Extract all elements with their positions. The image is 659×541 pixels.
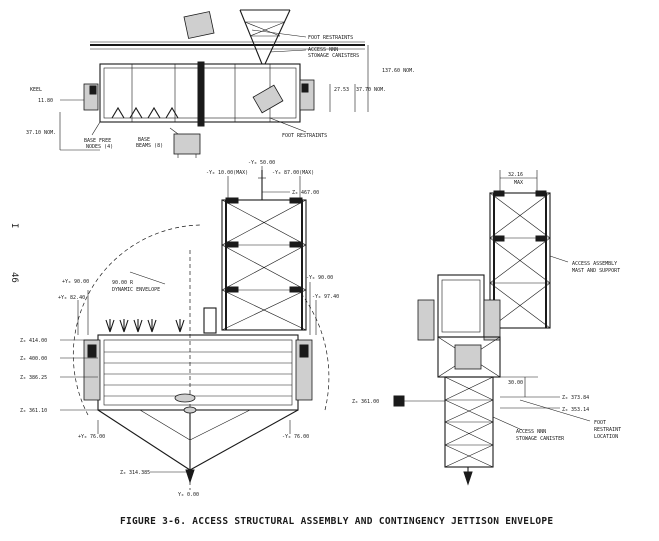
foot-location-label: LOCATION — [594, 434, 618, 440]
y82-label: +Y₀ 82.40 — [58, 295, 85, 301]
z373-label: Z₀ 373.84 — [562, 395, 589, 401]
y0-label: Y₀ 0.00 — [178, 492, 199, 498]
page-mark: I — [9, 223, 19, 228]
side-view — [393, 170, 591, 486]
dim-32-label: 32.16 — [508, 172, 523, 178]
foot-label: FOOT — [594, 420, 606, 426]
figure-caption: FIGURE 3-6. ACCESS STRUCTURAL ASSEMBLY A… — [120, 516, 553, 527]
canister-label: ACCESS NNN — [516, 429, 546, 435]
max-label: MAX — [514, 180, 523, 186]
z467-label: Z₀ 467.00 — [292, 190, 319, 196]
top-foot-restraints-label: FOOT RESTRAINTS — [308, 35, 353, 41]
nodes-label: NODES (4) — [86, 144, 113, 150]
mast-support-label: MAST AND SUPPORT — [572, 268, 620, 274]
z386-label: Z₀ 386.25 — [20, 375, 47, 381]
y90-right-label: -Y₀ 90.00 — [306, 275, 333, 281]
z414-label: Z₀ 414.00 — [20, 338, 47, 344]
page-number: 46 — [9, 272, 19, 283]
front-view — [60, 166, 330, 490]
base-free-label: BASE FREE — [84, 138, 111, 144]
z361-side-label: Z₀ 361.00 — [352, 399, 379, 405]
y50-label: -Y₀ 50.00 — [248, 160, 275, 166]
dim-27-label: 27.53 — [334, 87, 349, 93]
y10-label: -Y₀ 10.00(MAX) — [206, 170, 248, 176]
y90-left-label: +Y₀ 90.00 — [62, 279, 89, 285]
dim-30-label: 30.00 — [508, 380, 523, 386]
foot-restraint-label: RESTRAINT — [594, 427, 621, 433]
keel-label: KEEL — [30, 87, 42, 93]
y76-right-label: -Y₀ 76.00 — [282, 434, 309, 440]
base-label: BASE — [138, 137, 150, 143]
z361-label: Z₀ 361.10 — [20, 408, 47, 414]
y87-label: -Y₀ 87.00(MAX) — [272, 170, 314, 176]
stowage-canister-label: STOWAGE CANISTER — [516, 436, 565, 442]
y76-left-label: +Y₀ 76.00 — [78, 434, 105, 440]
top-view — [59, 9, 369, 158]
bottom-foot-restraints-label: FOOT RESTRAINTS — [282, 133, 327, 139]
z314-label: Z₀ 314.385 — [120, 470, 150, 476]
dim-137-label: 137.60 NOM. — [382, 68, 415, 74]
y97-label: -Y₀ 97.40 — [312, 294, 339, 300]
top-access-canisters-label: ACCESS NNN — [308, 47, 338, 53]
dim-11-label: 11.80 — [38, 98, 53, 104]
envelope-radius-label: 90.00 R — [112, 280, 134, 286]
beams-label: BEAMS (8) — [136, 143, 163, 149]
mast-label: ACCESS ASSEMBLY — [572, 261, 617, 267]
dim-37-label: 37.70 NOM. — [356, 87, 386, 93]
top-stowage-canisters-label: STOWAGE CANISTERS — [308, 53, 359, 59]
z353-label: Z₀ 353.14 — [562, 407, 589, 413]
dynamic-envelope-label: DYNAMIC ENVELOPE — [112, 287, 160, 293]
dim-37b-label: 37.10 NOM. — [26, 130, 56, 136]
z400-label: Z₀ 400.00 — [20, 356, 47, 362]
